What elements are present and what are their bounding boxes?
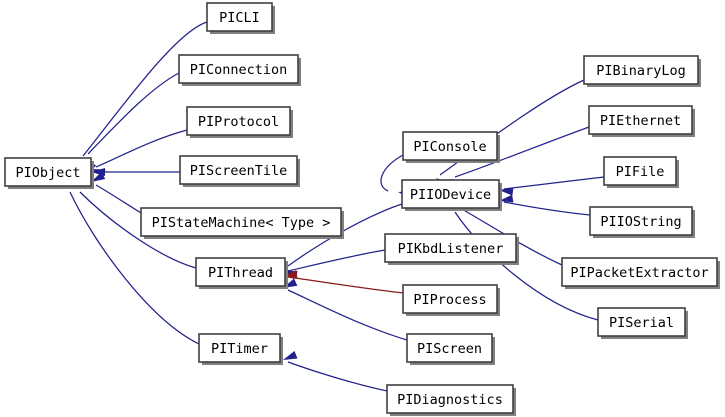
- node-box[interactable]: [195, 257, 286, 287]
- node-label: PIThread: [208, 265, 273, 281]
- inheritance-edge: [283, 351, 388, 392]
- class-node-piconsole[interactable]: PIConsole: [402, 131, 500, 163]
- node-label: PITimer: [211, 341, 268, 357]
- edge-line: [287, 249, 386, 272]
- inheritance-edge: [499, 176, 605, 196]
- node-box[interactable]: [186, 106, 291, 136]
- node-box[interactable]: [402, 284, 498, 314]
- node-box[interactable]: [588, 105, 693, 135]
- node-box[interactable]: [198, 333, 281, 363]
- node-label: PICLI: [219, 10, 260, 26]
- node-label: PIIOString: [600, 214, 681, 230]
- edge-line: [95, 184, 142, 214]
- node-label: PIObject: [15, 165, 80, 181]
- edge-line: [69, 191, 200, 345]
- inheritance-edge: [283, 278, 408, 341]
- arrow-head-icon: [283, 351, 298, 360]
- class-node-piiostring[interactable]: PIIOString: [589, 206, 695, 238]
- class-node-piethernet[interactable]: PIEthernet: [588, 105, 695, 137]
- class-node-piprocess[interactable]: PIProcess: [402, 284, 500, 316]
- class-node-pithread[interactable]: PIThread: [195, 257, 288, 289]
- class-node-piserial[interactable]: PISerial: [597, 307, 688, 339]
- inheritance-edge: [91, 168, 180, 176]
- class-node-pikbdlistener[interactable]: PIKbdListener: [384, 233, 519, 265]
- inheritance-edge: [91, 171, 142, 214]
- edge-line: [287, 289, 408, 341]
- class-node-pistatemachine[interactable]: PIStateMachine< Type >: [140, 207, 344, 239]
- edge-line: [287, 276, 404, 294]
- node-box[interactable]: [178, 54, 299, 84]
- node-box[interactable]: [384, 233, 517, 263]
- node-label: PIKbdListener: [398, 241, 504, 257]
- inheritance-edge: [67, 172, 200, 345]
- node-box[interactable]: [589, 206, 693, 236]
- class-node-picli[interactable]: PICLI: [206, 2, 275, 34]
- edge-layer: [67, 21, 605, 392]
- class-node-pibinarylog[interactable]: PIBinaryLog: [583, 55, 701, 87]
- node-label: PIPacketExtractor: [570, 265, 708, 281]
- node-label: PIScreenTile: [190, 163, 288, 179]
- edge-line: [454, 126, 590, 178]
- class-node-piconnection[interactable]: PIConnection: [178, 54, 301, 86]
- node-box[interactable]: [179, 155, 298, 185]
- class-node-pidiagnostics[interactable]: PIDiagnostics: [386, 384, 516, 416]
- node-label: PIBinaryLog: [596, 63, 685, 79]
- inheritance-edge: [499, 194, 591, 216]
- node-box[interactable]: [603, 156, 677, 186]
- inheritance-edge: [283, 249, 386, 279]
- class-node-piobject[interactable]: PIObject: [4, 157, 94, 189]
- node-box[interactable]: [386, 384, 514, 414]
- arrow-head-icon: [499, 194, 514, 203]
- node-label: PIProcess: [413, 292, 486, 308]
- node-box[interactable]: [561, 257, 718, 287]
- class-node-pipacketextractor[interactable]: PIPacketExtractor: [561, 257, 720, 289]
- arrow-head-icon: [499, 187, 514, 196]
- edge-line: [503, 201, 591, 216]
- class-node-piscreen[interactable]: PIScreen: [406, 333, 495, 365]
- class-node-pitimer[interactable]: PITimer: [198, 333, 283, 365]
- class-node-pifile[interactable]: PIFile: [603, 156, 679, 188]
- edge-line: [439, 79, 585, 176]
- inheritance-edge: [283, 270, 404, 294]
- inheritance-edge: [78, 21, 208, 172]
- inheritance-edge: [83, 72, 180, 172]
- node-box[interactable]: [140, 207, 342, 237]
- node-box[interactable]: [206, 2, 273, 32]
- edge-line: [287, 361, 388, 392]
- node-label: PIIODevice: [410, 187, 491, 203]
- node-label: PIStateMachine< Type >: [152, 215, 331, 231]
- node-box[interactable]: [402, 131, 498, 161]
- node-box[interactable]: [583, 55, 699, 85]
- node-box[interactable]: [401, 179, 500, 209]
- edge-line: [95, 129, 188, 168]
- edge-line: [79, 191, 197, 269]
- node-label: PISerial: [609, 315, 674, 331]
- node-box[interactable]: [406, 333, 493, 363]
- edge-line: [503, 176, 605, 190]
- edge-line: [87, 72, 180, 155]
- class-node-piscreentile[interactable]: PIScreenTile: [179, 155, 300, 187]
- node-label: PIConsole: [413, 139, 486, 155]
- node-layer: PIObject PICLI PIConnectionPIProtocolPIScr…: [4, 2, 720, 416]
- arrow-head-icon: [91, 171, 106, 182]
- node-box[interactable]: [597, 307, 686, 337]
- node-label: PIDiagnostics: [397, 392, 503, 408]
- node-label: PIProtocol: [198, 114, 279, 130]
- node-box[interactable]: [4, 157, 92, 187]
- class-node-piiodevice[interactable]: PIIODevice: [401, 179, 502, 211]
- edge-line: [380, 154, 404, 192]
- node-label: PIEthernet: [600, 113, 681, 129]
- edge-line: [82, 21, 208, 157]
- node-label: PIFile: [616, 164, 665, 180]
- node-label: PIScreen: [417, 341, 482, 357]
- edge-line: [454, 211, 599, 321]
- node-label: PIConnection: [190, 62, 288, 78]
- class-node-piprotocol[interactable]: PIProtocol: [186, 106, 293, 138]
